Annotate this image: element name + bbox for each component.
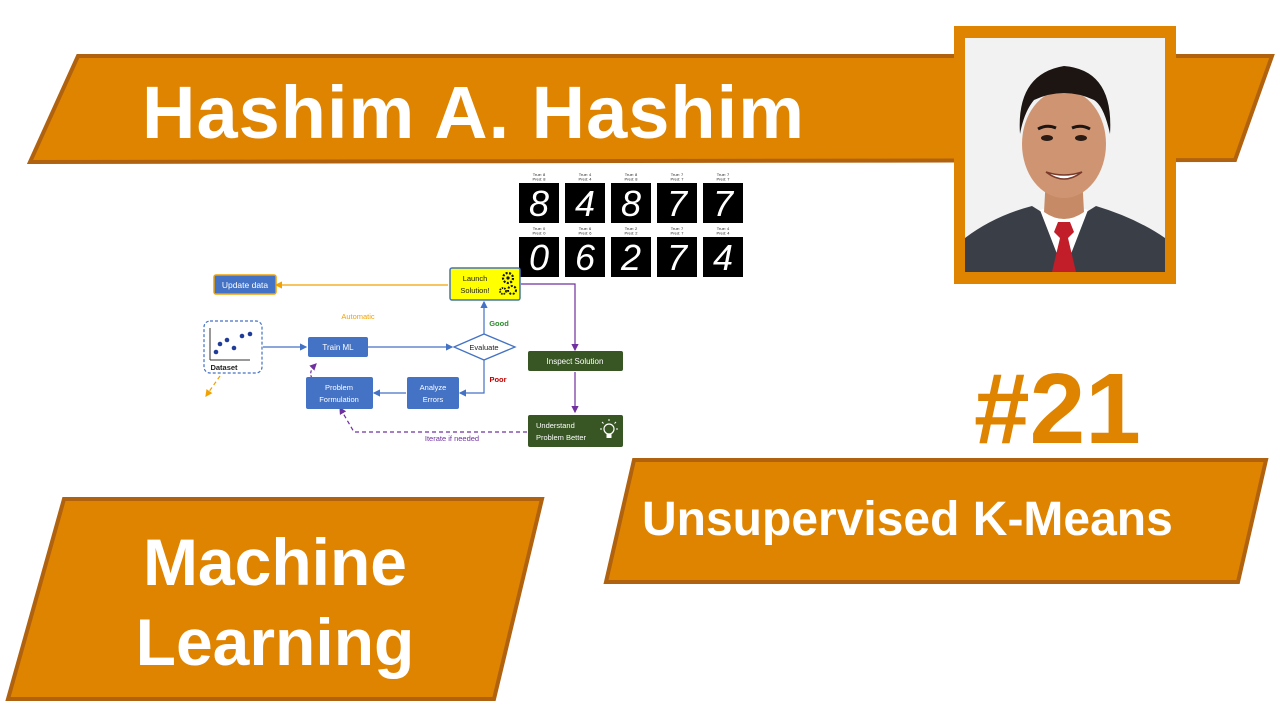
- digit-glyph: 8: [529, 183, 549, 224]
- node-understand-problem: [528, 415, 623, 447]
- episode-number: #21: [974, 353, 1141, 465]
- digit-pred-label: Pred: 2: [625, 231, 639, 236]
- digit-glyph: 2: [620, 237, 641, 278]
- digit-image: [519, 237, 559, 277]
- digit-pred-label: Pred: 7: [671, 177, 685, 182]
- digit-true-label: True: 4: [579, 172, 592, 177]
- node-analyze-label-line1: Analyze: [420, 383, 447, 392]
- digit-image: [703, 237, 743, 277]
- label-iterate: Iterate if needed: [425, 434, 479, 443]
- node-analyze-label-line2: Errors: [423, 395, 444, 404]
- label-poor: Poor: [489, 375, 506, 384]
- digit-glyph: 6: [575, 237, 596, 278]
- digit-pred-label: Pred: 0: [533, 231, 547, 236]
- digit-pred-label: Pred: 7: [671, 231, 685, 236]
- arrow-dataset-out: [205, 375, 221, 397]
- digit-glyph: 4: [713, 237, 733, 278]
- node-analyze-errors: [407, 377, 459, 409]
- label-automatic: Automatic: [341, 312, 375, 321]
- digit-glyph: 7: [667, 183, 689, 224]
- gears-icon: [499, 271, 517, 295]
- arrow-launch-to-inspect: [521, 283, 579, 352]
- node-update-data-label: Update data: [222, 280, 269, 290]
- digit-glyph: 7: [667, 237, 689, 278]
- digit-image: [611, 237, 651, 277]
- node-evaluate-label: Evaluate: [469, 343, 498, 352]
- digit-image: [703, 183, 743, 223]
- digit-image: [519, 183, 559, 223]
- node-inspect-label: Inspect Solution: [547, 357, 604, 366]
- digit-pred-label: Pred: 4: [579, 177, 593, 182]
- author-name: Hashim A. Hashim: [142, 71, 805, 154]
- node-evaluate: [452, 333, 517, 361]
- node-understand-label-line2: Problem Better: [536, 433, 587, 442]
- digit-true-label: True: 7: [671, 172, 684, 177]
- node-launch-label-line2: Solution!: [460, 286, 489, 295]
- digit-true-label: True: 7: [717, 172, 730, 177]
- digit-pred-label: Pred: 4: [717, 231, 731, 236]
- arrow-evaluate-to-analyze: [458, 360, 485, 397]
- digit-image: [611, 183, 651, 223]
- digit-image: [565, 237, 605, 277]
- digit-image: [657, 237, 697, 277]
- node-understand-label-line1: Understand: [536, 421, 575, 430]
- digit-true-label: True: 0: [533, 226, 546, 231]
- digit-true-label: True: 4: [717, 226, 730, 231]
- node-launch-solution: [449, 267, 521, 301]
- arrow-problem-to-train: [309, 363, 317, 379]
- node-problem-formulation: [306, 377, 373, 409]
- digit-true-label: True: 7: [671, 226, 684, 231]
- digit-true-label: True: 2: [625, 226, 638, 231]
- digit-pred-label: Pred: 8: [625, 177, 639, 182]
- series-title-line1: Machine: [142, 525, 408, 599]
- digit-image: [565, 183, 605, 223]
- arrow-iterate: [339, 406, 527, 433]
- digit-glyph: 7: [713, 183, 735, 224]
- node-launch-label-line1: Launch: [463, 274, 488, 283]
- digit-pred-label: Pred: 8: [533, 177, 547, 182]
- author-portrait: [954, 26, 1176, 284]
- series-title-line2: Learning: [135, 605, 415, 679]
- label-good: Good: [489, 319, 509, 328]
- digit-pred-label: Pred: 7: [717, 177, 731, 182]
- digit-image: [657, 183, 697, 223]
- digit-glyph: 4: [575, 183, 595, 224]
- node-inspect-solution: [528, 351, 623, 371]
- node-train-ml-label: Train ML: [322, 343, 354, 352]
- ml-workflow-diagram: Update data Automatic Dataset Train ML E…: [203, 267, 623, 447]
- node-problem-label-line2: Formulation: [319, 395, 359, 404]
- digit-true-label: True: 8: [625, 172, 638, 177]
- node-dataset-label: Dataset: [210, 363, 238, 372]
- lightbulb-icon: [600, 419, 618, 438]
- digit-glyph: 8: [621, 183, 641, 224]
- node-problem-label-line1: Problem: [325, 383, 353, 392]
- digit-glyph: 0: [529, 237, 549, 278]
- node-update-data: [213, 274, 277, 295]
- node-train-ml: [308, 337, 368, 357]
- digit-pred-label: Pred: 6: [579, 231, 593, 236]
- digit-true-label: True: 8: [533, 172, 546, 177]
- topic-title: Unsupervised K-Means: [642, 493, 1173, 546]
- digit-true-label: True: 6: [579, 226, 592, 231]
